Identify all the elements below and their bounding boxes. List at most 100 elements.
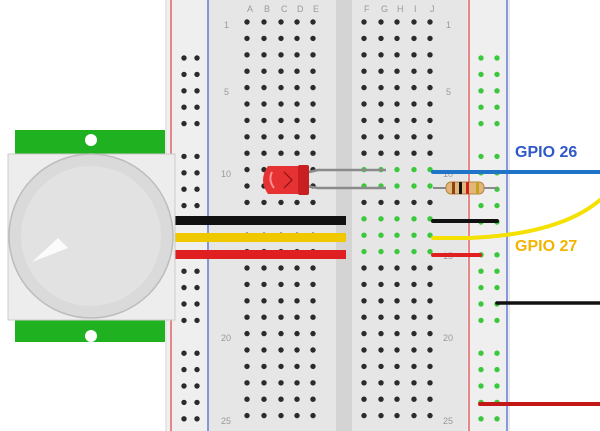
breadboard-hole <box>244 117 250 124</box>
breadboard-hole-connected <box>411 248 417 255</box>
breadboard-hole <box>411 117 417 124</box>
pir-mount-hole-top <box>85 134 97 146</box>
rail-hole-connected <box>494 383 500 389</box>
breadboard-hole <box>394 298 400 304</box>
breadboard-hole <box>394 84 400 91</box>
breadboard-hole-connected <box>378 232 384 238</box>
breadboard-hole <box>378 134 384 140</box>
breadboard-hole <box>427 347 433 353</box>
breadboard-hole <box>278 52 284 58</box>
breadboard-hole <box>394 380 400 386</box>
breadboard-hole <box>294 19 300 25</box>
breadboard-hole <box>294 68 300 74</box>
breadboard-hole <box>361 19 367 25</box>
rail-hole-connected <box>494 416 500 422</box>
breadboard-hole <box>261 134 267 140</box>
breadboard-hole <box>378 363 384 370</box>
pir-mount-hole-bottom <box>85 330 97 342</box>
breadboard-holes <box>181 19 500 422</box>
breadboard-hole <box>278 314 284 320</box>
breadboard-hole <box>411 265 417 271</box>
rail-hole-connected <box>478 350 484 356</box>
breadboard-hole <box>294 396 300 402</box>
breadboard-hole <box>294 298 300 304</box>
breadboard-hole <box>361 101 367 107</box>
row-number: 5 <box>446 87 451 97</box>
breadboard-hole-connected <box>394 232 400 238</box>
pir-highlight <box>32 238 68 262</box>
breadboard-hole <box>244 330 250 337</box>
led-rim <box>298 165 309 195</box>
breadboard-hole <box>261 117 267 124</box>
column-letters: A B C D E F G H I J <box>247 4 435 14</box>
rail-hole <box>194 366 200 373</box>
rail-hole-connected <box>494 268 500 274</box>
breadboard-hole <box>411 330 417 337</box>
breadboard-hole <box>394 134 400 140</box>
rail-hole-connected <box>494 88 500 94</box>
breadboard-hole <box>361 380 367 386</box>
breadboard-hole <box>278 68 284 74</box>
breadboard-hole <box>278 19 284 25</box>
breadboard-hole <box>361 363 367 370</box>
breadboard-hole <box>294 134 300 140</box>
rail-hole-connected <box>478 202 484 209</box>
rail-hole <box>181 202 187 209</box>
breadboard-hole <box>244 314 250 320</box>
rail-hole <box>181 317 187 324</box>
breadboard-hole <box>361 347 367 353</box>
rail-hole <box>181 153 187 160</box>
rail-hole <box>194 301 200 307</box>
breadboard-hole <box>361 412 367 419</box>
breadboard-hole <box>394 35 400 42</box>
breadboard-hole <box>278 101 284 107</box>
breadboard-hole-connected <box>378 216 384 222</box>
breadboard-hole <box>310 35 316 42</box>
breadboard-hole-connected <box>427 248 433 255</box>
rail-hole-connected <box>478 71 484 78</box>
rail-hole-connected <box>494 252 500 258</box>
rail-hole-connected <box>478 366 484 373</box>
rail-hole-connected <box>478 104 484 110</box>
breadboard-hole <box>310 134 316 140</box>
breadboard-hole <box>378 396 384 402</box>
breadboard-hole <box>427 298 433 304</box>
breadboard-hole-connected <box>394 216 400 222</box>
breadboard-hole <box>378 281 384 288</box>
breadboard-hole <box>361 281 367 288</box>
breadboard-hole <box>278 330 284 337</box>
breadboard-hole <box>244 150 250 156</box>
breadboard-hole <box>244 363 250 370</box>
breadboard-hole <box>278 396 284 402</box>
breadboard-hole-connected <box>361 232 367 238</box>
breadboard-hole <box>411 412 417 419</box>
breadboard-hole <box>261 150 267 156</box>
breadboard-hole <box>361 330 367 337</box>
breadboard-hole <box>244 281 250 288</box>
breadboard-hole <box>427 396 433 402</box>
breadboard-hole <box>261 412 267 419</box>
pir-sensor <box>7 130 176 342</box>
breadboard-hole <box>361 52 367 58</box>
label-gpio-27: GPIO 27 <box>515 238 577 255</box>
breadboard-hole <box>310 199 316 206</box>
rail-hole-connected <box>494 350 500 356</box>
pir-wire-black <box>165 216 346 225</box>
rail-hole <box>194 71 200 78</box>
breadboard-hole-connected <box>427 232 433 238</box>
breadboard-hole-connected <box>427 183 433 189</box>
breadboard-hole <box>411 68 417 74</box>
breadboard-hole-connected <box>361 248 367 255</box>
breadboard-hole <box>361 199 367 206</box>
breadboard-hole <box>427 84 433 91</box>
breadboard-hole <box>278 134 284 140</box>
breadboard-hole <box>411 347 417 353</box>
breadboard-hole <box>244 298 250 304</box>
breadboard-hole <box>378 314 384 320</box>
breadboard-hole <box>394 101 400 107</box>
breadboard-hole <box>361 68 367 74</box>
rail-hole-connected <box>494 120 500 127</box>
breadboard-hole <box>427 101 433 107</box>
resistor-band <box>466 182 469 194</box>
rail-hole-connected <box>478 383 484 389</box>
